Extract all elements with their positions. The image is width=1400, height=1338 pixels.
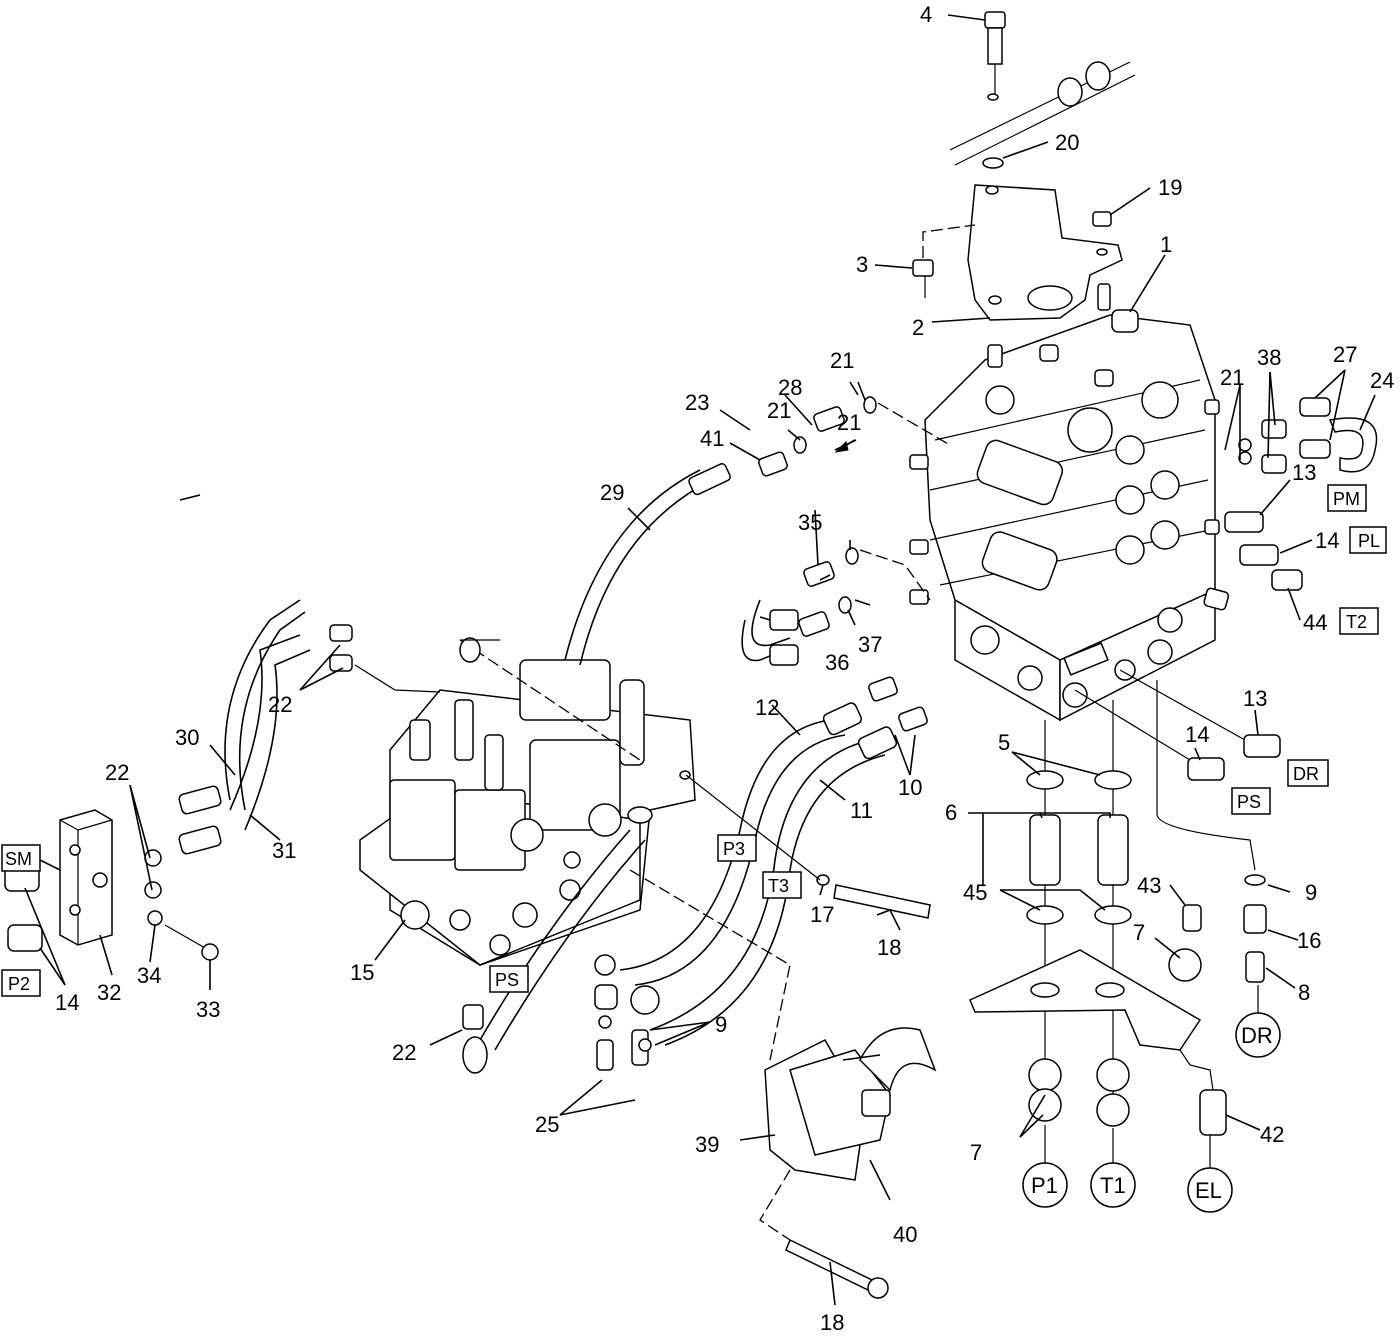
callout-25: 25 xyxy=(535,1112,559,1137)
hose-clamp xyxy=(759,1027,937,1299)
callout-17: 17 xyxy=(810,902,834,927)
callout-2: 2 xyxy=(912,315,924,340)
flow-arrowhead xyxy=(834,441,849,453)
callout-21c: 21 xyxy=(837,410,861,435)
callout-27: 27 xyxy=(1333,342,1357,367)
callout-34: 34 xyxy=(137,963,161,988)
callout-11: 11 xyxy=(850,798,873,823)
callout-18a: 18 xyxy=(877,935,901,960)
tag-pl: PL xyxy=(1358,531,1380,551)
tag-t2: T2 xyxy=(1346,612,1367,632)
circle-tags: DR P1 T1 EL xyxy=(1022,985,1281,1213)
callout-40: 40 xyxy=(893,1222,917,1247)
callout-21b: 21 xyxy=(767,398,791,423)
callout-16: 16 xyxy=(1297,928,1321,953)
callout-9b: 9 xyxy=(715,1012,727,1037)
callout-19: 19 xyxy=(1158,175,1182,200)
callout-3: 3 xyxy=(856,252,868,277)
callout-14b: 14 xyxy=(1185,722,1209,747)
tag-pm: PM xyxy=(1333,489,1360,509)
callout-1: 1 xyxy=(1160,232,1172,257)
main-control-valve xyxy=(909,61,1230,722)
callout-13b: 13 xyxy=(1243,686,1267,711)
mounting-bracket xyxy=(967,184,1123,321)
callout-22c: 22 xyxy=(392,1040,416,1065)
callout-30: 30 xyxy=(175,725,199,750)
callout-13a: 13 xyxy=(1292,460,1316,485)
callout-14a: 14 xyxy=(1315,528,1339,553)
callout-35: 35 xyxy=(798,510,822,535)
bracket-hardware xyxy=(912,11,1112,298)
callout-9a: 9 xyxy=(1305,880,1317,905)
callout-12: 12 xyxy=(755,695,779,720)
port-tags: PM PL T2 DR PS P3 T3 PS SM P2 xyxy=(1,484,1387,997)
callout-22b: 22 xyxy=(105,760,129,785)
callout-33: 33 xyxy=(196,997,220,1022)
callout-41: 41 xyxy=(700,426,724,451)
tag-p3: P3 xyxy=(723,839,745,859)
manifold-block-32 xyxy=(4,809,219,961)
callout-5: 5 xyxy=(998,730,1010,755)
callout-28: 28 xyxy=(778,375,802,400)
callout-15: 15 xyxy=(350,960,374,985)
circle-tag-dr: DR xyxy=(1241,1023,1273,1048)
part-callouts: 1 2 3 4 5 6 7 7 7 8 9 9 9 10 11 12 13 13… xyxy=(55,2,1394,1335)
callout-32: 32 xyxy=(97,980,121,1005)
callout-10: 10 xyxy=(898,775,922,800)
callout-43: 43 xyxy=(1137,873,1161,898)
callout-42: 42 xyxy=(1260,1122,1284,1147)
circle-tag-p1: P1 xyxy=(1031,1173,1058,1198)
tag-p2: P2 xyxy=(8,974,30,994)
callout-7a: 7 xyxy=(1133,920,1145,945)
callout-45: 45 xyxy=(963,880,987,905)
callout-18b: 18 xyxy=(820,1310,844,1335)
tag-ps-right: PS xyxy=(1237,792,1261,812)
callout-29: 29 xyxy=(600,480,624,505)
callout-7b: 7 xyxy=(970,1140,982,1165)
callout-21a: 21 xyxy=(830,348,854,373)
tag-sm: SM xyxy=(5,849,32,869)
callout-31: 31 xyxy=(272,838,296,863)
callout-39: 39 xyxy=(695,1132,719,1157)
callout-21d: 21 xyxy=(1220,365,1244,390)
tag-dr: DR xyxy=(1293,764,1319,784)
callout-37: 37 xyxy=(858,632,882,657)
callout-4: 4 xyxy=(920,2,932,27)
callout-44: 44 xyxy=(1303,610,1327,635)
tag-ps-left: PS xyxy=(495,970,519,990)
callout-22a: 22 xyxy=(268,692,292,717)
callout-38: 38 xyxy=(1257,345,1281,370)
circle-tag-el: EL xyxy=(1195,1178,1222,1203)
callout-23: 23 xyxy=(685,390,709,415)
callout-24: 24 xyxy=(1370,368,1394,393)
callout-14c: 14 xyxy=(55,990,79,1015)
callout-20: 20 xyxy=(1055,130,1079,155)
circle-tag-t1: T1 xyxy=(1100,1173,1126,1198)
secondary-valve-block xyxy=(359,637,696,966)
center-fittings xyxy=(329,396,951,1071)
callout-36: 36 xyxy=(825,650,849,675)
tag-t3: T3 xyxy=(768,876,789,896)
leader-lines xyxy=(24,14,1376,1306)
callout-6: 6 xyxy=(945,800,957,825)
lower-port-fittings xyxy=(969,680,1267,1136)
hoses xyxy=(178,463,898,1074)
callout-8: 8 xyxy=(1298,980,1310,1005)
